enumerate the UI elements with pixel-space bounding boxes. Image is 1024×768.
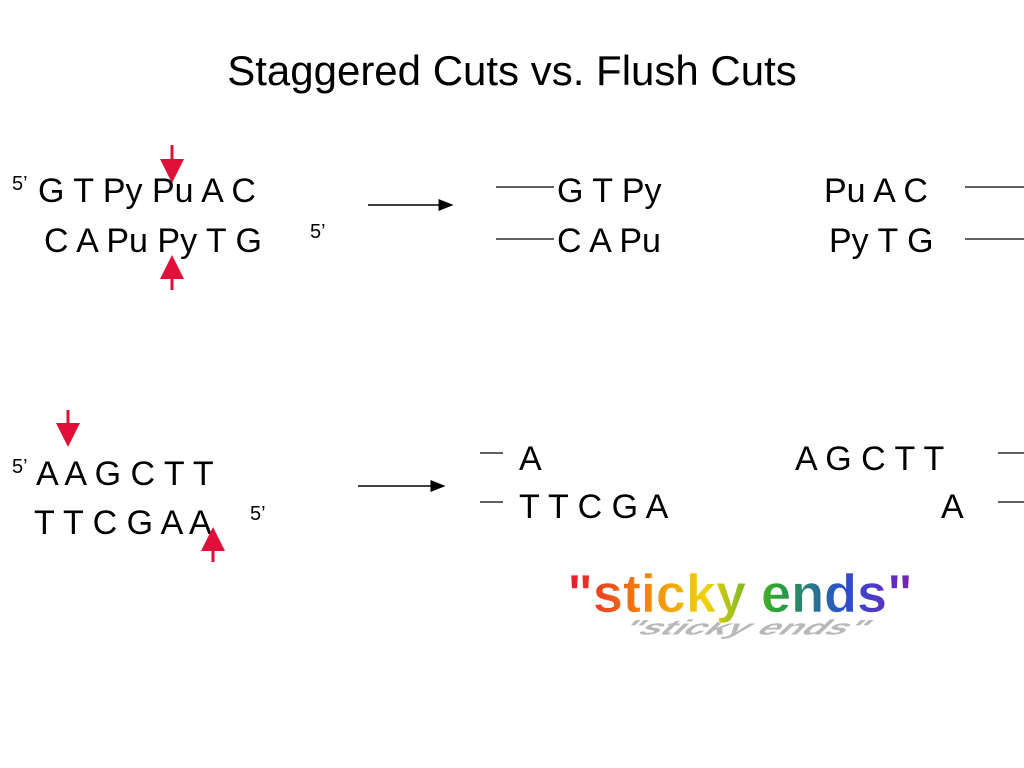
example2-five-prime-top: 5’ [12,456,28,478]
example1-top-strand: G T Py Pu A C [38,172,256,210]
sticky-ends-wordart: "sticky ends" "sticky ends" [567,564,913,640]
example1-five-prime-bottom: 5’ [310,221,326,243]
slide-title: Staggered Cuts vs. Flush Cuts [227,47,797,94]
example2-top-strand: A A G C T T [36,455,214,493]
sticky-ends-label: "sticky ends" [567,564,912,624]
sticky-ends-shadow: "sticky ends" [613,616,880,639]
example1-bottom-strand: C A Pu Py T G [44,222,262,260]
example1-right-fragment-bottom: Py T G [829,222,934,260]
example1-left-fragment-top: G T Py [557,172,662,210]
example1-left-fragment-bottom: C A Pu [557,222,661,260]
example2-left-fragment-top: A [519,440,542,478]
example1-five-prime-top: 5’ [12,173,28,195]
example2-bottom-strand: T T C G A A [34,504,212,542]
example2-five-prime-bottom: 5’ [250,503,266,525]
example2-right-fragment-top: A G C T T [795,440,945,478]
example2-right-fragment-bottom: A [941,488,964,526]
example1-right-fragment-top: Pu A C [824,172,928,210]
example2-left-fragment-bottom: T T C G A [519,488,669,526]
